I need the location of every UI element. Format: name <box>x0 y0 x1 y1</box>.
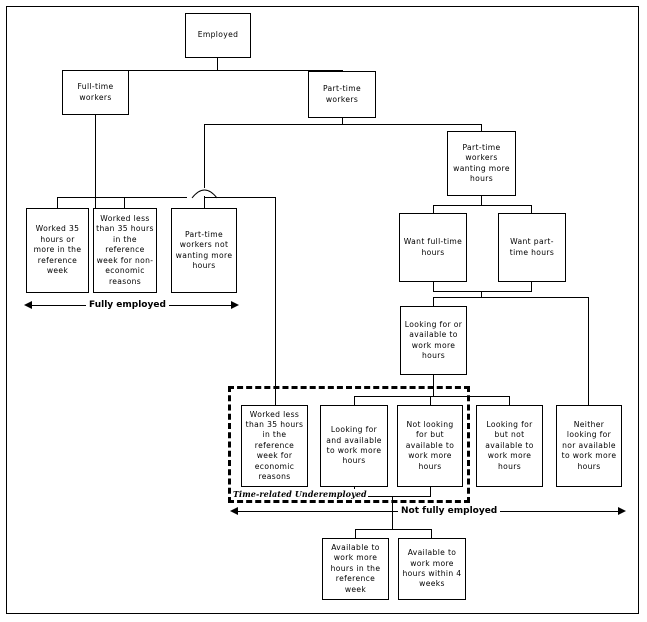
node-employed[interactable]: Employed <box>185 13 251 58</box>
connector-want-merge-bar <box>433 291 532 292</box>
connector-available-merge-down <box>392 496 393 529</box>
node-full-time-workers-label: Full-time workers <box>77 82 114 102</box>
node-worked-less-economic-label: Worked less than 35 hours in the referen… <box>245 409 304 482</box>
node-available-within-4-weeks-label: Available to work more hours within 4 we… <box>402 548 462 589</box>
connector-want-parttime-out <box>531 282 532 291</box>
connector-worked35-drop <box>57 197 58 208</box>
connector-merge-down <box>481 291 482 298</box>
node-worked-less-economic[interactable]: Worked less than 35 hours in the referen… <box>241 405 308 487</box>
not-fully-employed-arrow-left <box>230 507 238 515</box>
connector-pt-right-bar <box>204 197 275 198</box>
connector-fulltime-children-bar <box>57 197 187 198</box>
connector-pt-notwanting-down-lower <box>204 196 205 208</box>
connector-worked-less-economic-down <box>275 197 276 405</box>
node-not-looking-but-available-label: Not looking for but available to work mo… <box>405 419 455 471</box>
fully-employed-arrow-left <box>24 301 32 309</box>
node-worked-less-noneconomic-label: Worked less than 35 hours in the referen… <box>96 214 154 286</box>
node-worked-less-noneconomic[interactable]: Worked less than 35 hours in the referen… <box>93 208 157 293</box>
node-looking-but-not-available[interactable]: Looking for but not available to work mo… <box>476 405 543 487</box>
connector-bottom-split-bar <box>355 529 431 530</box>
node-looking-for-or-available-label: Looking for or available to work more ho… <box>404 319 463 360</box>
connector-pt-wanting-drop <box>481 124 482 131</box>
node-available-within-4-weeks[interactable]: Available to work more hours within 4 we… <box>398 538 466 600</box>
not-fully-employed-label: Not fully employed <box>398 506 501 516</box>
connector-parttime-split <box>204 124 482 125</box>
connector-parttime-down <box>342 118 343 125</box>
node-not-looking-but-available[interactable]: Not looking for but available to work mo… <box>397 405 463 487</box>
connector-lookingavail-neither-bar <box>433 297 588 298</box>
node-want-full-time-hours[interactable]: Want full-time hours <box>399 213 467 282</box>
node-worked-35-or-more-label: Worked 35 hours or more in the reference… <box>33 224 82 276</box>
connector-available-refweek-drop <box>355 529 356 538</box>
node-available-reference-week[interactable]: Available to work more hours in the refe… <box>322 538 389 600</box>
fully-employed-label: Fully employed <box>86 300 169 310</box>
connector-lookingavail-children-bar <box>354 396 510 397</box>
fully-employed-arrow-right <box>231 301 239 309</box>
time-related-underemployed-label: Time-related Underemployed <box>232 489 368 499</box>
connector-employed-down <box>217 58 218 70</box>
connector-want-fulltime-drop <box>433 205 434 213</box>
connector-employed-right-drop <box>342 70 343 71</box>
node-looking-but-not-available-label: Looking for but not available to work mo… <box>485 419 534 471</box>
node-looking-for-and-available[interactable]: Looking for and available to work more h… <box>320 405 388 487</box>
node-neither-looking-nor-available[interactable]: Neither looking for nor available to wor… <box>556 405 622 487</box>
connector-employed-split <box>95 70 343 71</box>
node-want-full-time-hours-label: Want full-time hours <box>403 237 463 257</box>
not-fully-employed-arrow-right <box>618 507 626 515</box>
node-looking-for-or-available[interactable]: Looking for or available to work more ho… <box>400 306 467 375</box>
node-part-time-wanting-more-hours-label: Part-time workers wanting more hours <box>453 142 510 183</box>
node-looking-for-and-available-label: Looking for and available to work more h… <box>326 425 382 466</box>
connector-notlookavail-out <box>430 487 431 496</box>
time-related-underemployed-group <box>228 386 470 503</box>
connector-want-split-bar <box>433 205 532 206</box>
node-part-time-workers[interactable]: Part-time workers <box>308 71 376 118</box>
connector-want-fulltime-out <box>433 282 434 291</box>
connector-ptwanting-down <box>481 196 482 205</box>
node-want-part-time-hours[interactable]: Want part-time hours <box>498 213 566 282</box>
connector-want-parttime-drop <box>531 205 532 213</box>
connector-lookingavail-down <box>433 375 434 396</box>
node-available-reference-week-label: Available to work more hours in the refe… <box>330 542 381 594</box>
connector-lookingavail-drop <box>433 297 434 306</box>
node-part-time-workers-label: Part-time workers <box>322 84 362 104</box>
node-worked-35-or-more[interactable]: Worked 35 hours or more in the reference… <box>26 208 89 293</box>
node-want-part-time-hours-label: Want part-time hours <box>509 237 555 257</box>
line-hop-arc <box>191 184 218 200</box>
diagram-border <box>6 6 639 614</box>
connector-available-4weeks-drop <box>431 529 432 538</box>
connector-fulltime-down <box>95 115 96 209</box>
connector-not-looking-but-available-drop <box>430 396 431 405</box>
connector-looking-and-available-drop <box>354 396 355 405</box>
connector-neither-drop <box>588 297 589 405</box>
node-part-time-wanting-more-hours[interactable]: Part-time workers wanting more hours <box>447 131 516 196</box>
node-employed-label: Employed <box>197 30 239 40</box>
node-full-time-workers[interactable]: Full-time workers <box>62 70 129 115</box>
node-part-time-not-wanting-more-hours-label: Part-time workers not wanting more hours <box>175 229 233 270</box>
node-neither-looking-nor-available-label: Neither looking for nor available to wor… <box>561 419 617 471</box>
connector-pt-notwanting-down-upper <box>204 124 205 188</box>
connector-looking-but-not-available-drop <box>509 396 510 405</box>
node-part-time-not-wanting-more-hours[interactable]: Part-time workers not wanting more hours <box>171 208 237 293</box>
connector-workedless-noneco-drop <box>124 197 125 208</box>
